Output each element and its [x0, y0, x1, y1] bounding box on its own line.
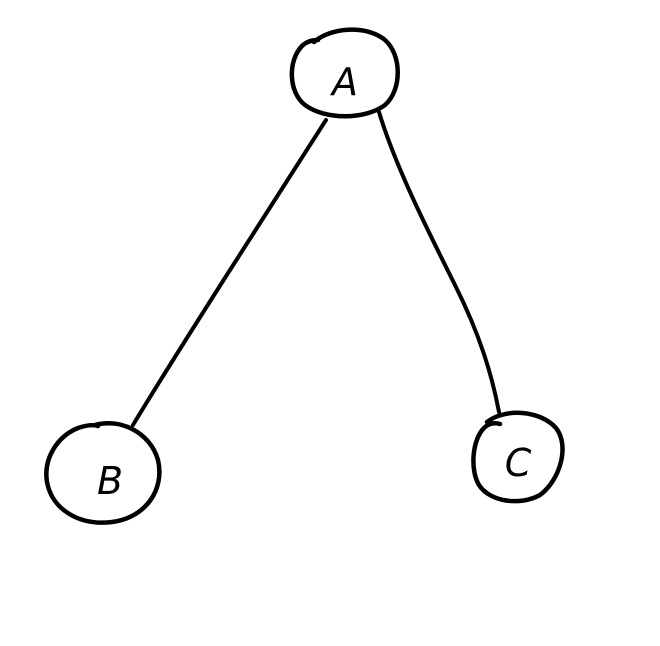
node-c-circle — [471, 410, 565, 504]
node-b: B — [44, 421, 162, 525]
edge-a-c — [377, 110, 501, 414]
node-a-circle — [289, 27, 400, 119]
node-c-label: C — [505, 441, 532, 485]
node-b-label: B — [97, 459, 123, 503]
node-a: A — [289, 27, 400, 119]
node-c: C — [471, 410, 565, 504]
node-a-label: A — [329, 60, 358, 104]
edge-a-b — [131, 118, 328, 427]
node-b-circle — [44, 421, 162, 525]
